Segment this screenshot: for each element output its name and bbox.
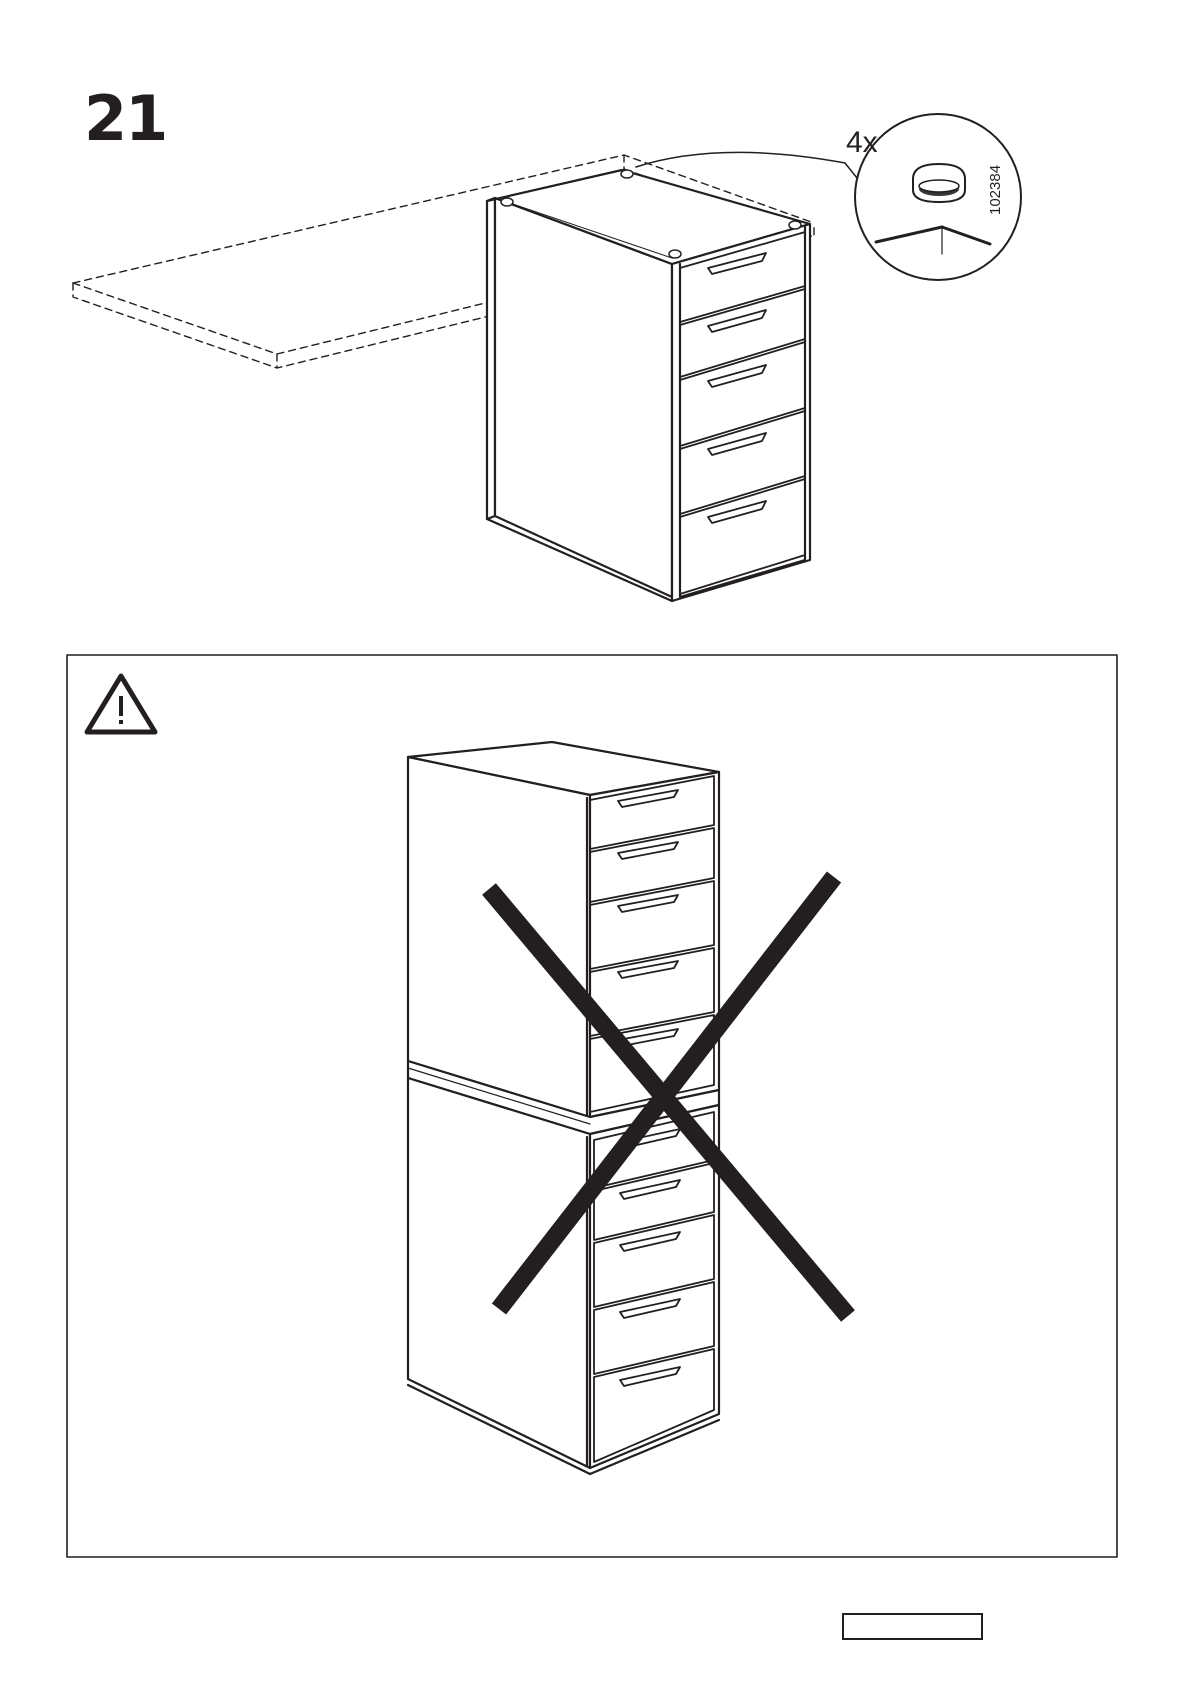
page-number-box (842, 1613, 983, 1640)
drawer-unit (487, 170, 810, 601)
quantity-label: 4x (846, 126, 878, 159)
part-number-label: 102384 (987, 165, 1004, 215)
warning-triangle-icon (87, 676, 155, 732)
